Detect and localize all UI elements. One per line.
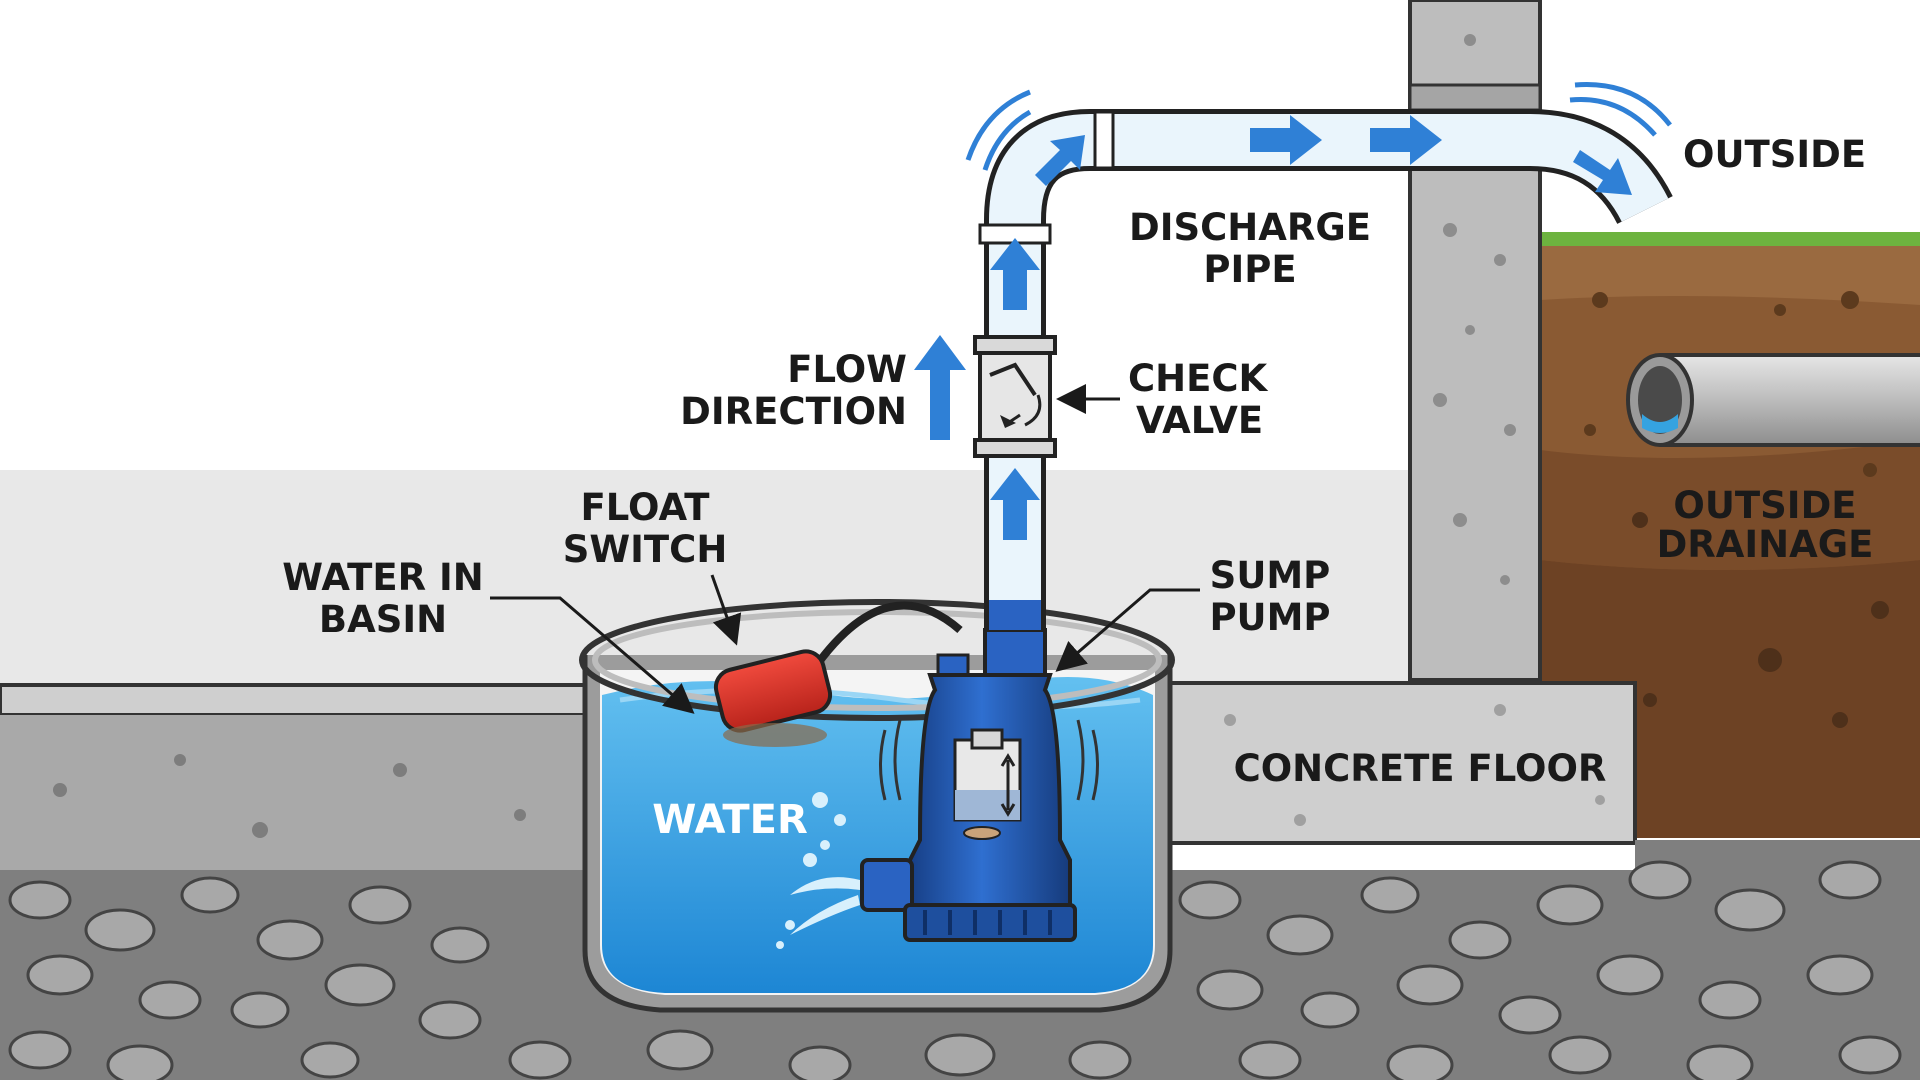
sump-pump-label-line1: SUMP: [1210, 554, 1331, 597]
discharge-pipe-label-line1: DISCHARGE: [1129, 206, 1371, 249]
basement-wall: [0, 470, 1410, 685]
concrete-floor-label: CONCRETE FLOOR: [1234, 747, 1607, 790]
gravel-bed: [0, 840, 1920, 1080]
outside-drainage-label-line1: OUTSIDE: [1673, 484, 1856, 527]
outside-label: OUTSIDE: [1683, 133, 1866, 176]
water-in-basin-label-line2: BASIN: [319, 598, 447, 641]
water-label: WATER: [652, 797, 808, 843]
discharge-pipe-label-line2: PIPE: [1203, 248, 1296, 291]
water-in-basin-label-line1: WATER IN: [282, 556, 484, 599]
flow-direction-label-line2: DIRECTION: [680, 390, 907, 433]
sump-pump: [860, 628, 1099, 942]
float-switch-label-line1: FLOAT: [581, 486, 711, 529]
float-switch: [713, 601, 963, 747]
water-splash: [776, 792, 860, 949]
concrete-floor: [0, 681, 1637, 885]
float-switch-leader: [710, 574, 742, 646]
sump-pump-leader: [1055, 588, 1200, 672]
discharge-pipe: [965, 82, 1673, 630]
outside-drainage-pipe: [1626, 353, 1920, 447]
outside-drainage-label-line2: DRAINAGE: [1657, 523, 1874, 566]
water-in-basin-leader: [490, 596, 695, 714]
check-valve-label-line1: CHECK: [1128, 357, 1269, 400]
sump-pump-label-line2: PUMP: [1209, 596, 1330, 639]
check-valve-label-line2: VALVE: [1136, 399, 1263, 442]
foundation-wall: [1408, 0, 1542, 682]
check-valve: [973, 335, 1057, 458]
flow-direction-label-line1: FLOW: [787, 348, 907, 391]
grass-strip: [1540, 232, 1920, 246]
float-switch-label-line2: SWITCH: [563, 528, 728, 571]
flow-direction-arrow: [914, 335, 966, 440]
